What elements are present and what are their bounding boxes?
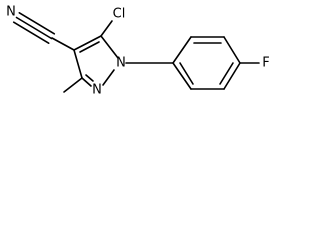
pyrazole-n1-label: N [116,56,126,71]
phenyl-bond-6 [172,62,192,90]
ring-bond-c3-c4 [73,49,83,79]
ring-double-bond-c4-c5 [79,41,100,53]
ring-bond-c4-c5 [73,35,102,51]
chemical-structure-diagram: N Cl N N F [6,5,270,98]
nitrile-carbon-bond [51,37,75,51]
phenyl-double-bond-3 [179,62,194,85]
fluorine-label: F [262,56,269,71]
phenyl-bond-3 [223,36,241,64]
nitrile-triple-bond-1 [15,16,53,40]
ring-bond-n2-c3 [81,77,92,87]
phenyl-bond-4 [223,62,241,90]
pyrazole-n2-label: N [92,83,102,98]
phenyl-double-bond-2 [219,62,234,85]
phenyl-bond-1 [172,36,192,64]
nitrile-nitrogen-label: N [6,5,16,20]
nitrile-triple-bond-3 [12,21,50,45]
nitrile-triple-bond-2 [18,12,56,35]
methyl-bond [63,77,83,93]
ring-bond-c5-n1 [100,35,119,59]
chlorine-bond [100,20,113,37]
ring-double-bond-n2-c3 [85,74,94,82]
ring-bond-n1-n2 [102,69,115,86]
chlorine-label: Cl [113,7,126,22]
